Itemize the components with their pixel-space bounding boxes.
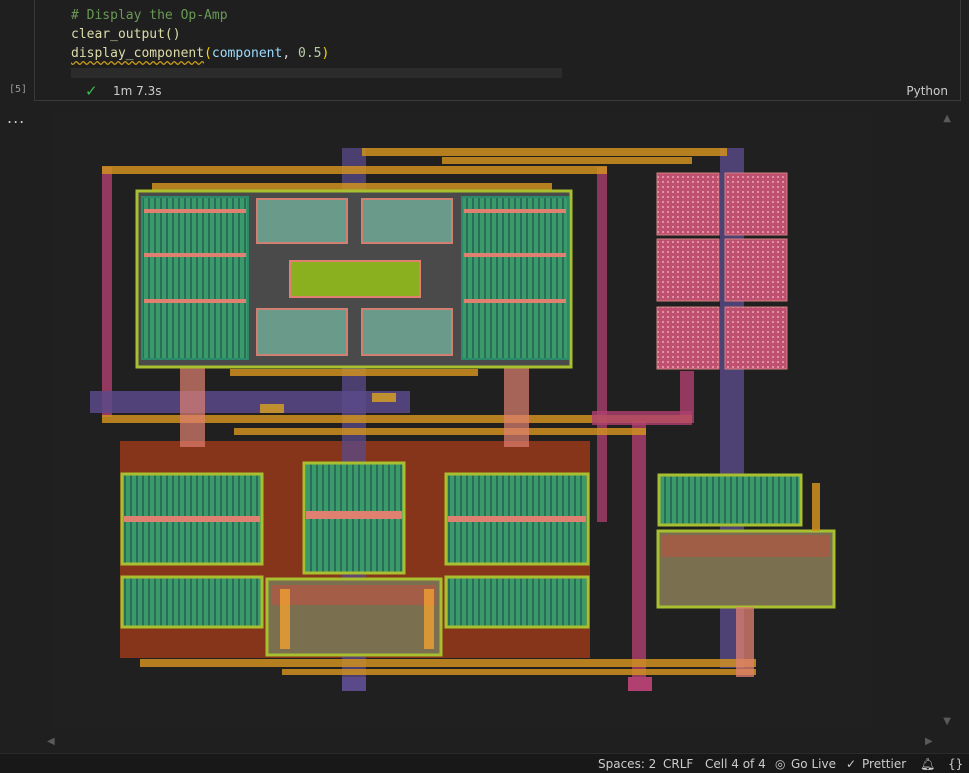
braces-icon[interactable]: {} [948, 757, 964, 771]
scroll-left-icon[interactable]: ◀ [47, 736, 55, 747]
status-go-live[interactable]: Go Live [791, 757, 836, 771]
status-indentation[interactable]: Spaces: 2 [598, 757, 657, 771]
language-picker[interactable]: Python [906, 84, 948, 98]
status-bar: Spaces: 2 CRLF Cell 4 of 4 ◎ Go Live ✓ P… [0, 753, 969, 773]
code-display-call: display_component(component, 0.5) [71, 46, 330, 61]
scroll-right-icon[interactable]: ▶ [925, 736, 933, 747]
editor-empty-line[interactable] [71, 68, 562, 78]
code-arg-number: 0.5 [298, 46, 322, 61]
cell-output-image [52, 111, 873, 728]
status-prettier[interactable]: Prettier [862, 757, 907, 771]
status-cell-position[interactable]: Cell 4 of 4 [705, 757, 766, 771]
code-arg-variable: component [211, 46, 283, 61]
code-clear-output: clear_output() [71, 27, 181, 42]
output-more-actions[interactable]: ... [7, 108, 26, 127]
scroll-up-icon[interactable]: ▲ [943, 113, 951, 124]
prettier-check-icon: ✓ [846, 757, 857, 771]
bell-icon[interactable]: 🔔︎ [920, 757, 936, 771]
go-live-icon: ◎ [775, 757, 786, 771]
check-icon: ✓ [85, 82, 98, 100]
code-function-name: display_component [71, 46, 205, 61]
status-line-ending[interactable]: CRLF [663, 757, 694, 771]
scroll-down-icon[interactable]: ▼ [943, 716, 951, 727]
execution-count: [5] [9, 84, 28, 95]
chip-layout-image [90, 148, 836, 691]
execution-duration: 1m 7.3s [113, 84, 162, 98]
code-cell[interactable]: # Display the Op-Amp clear_output() disp… [34, 0, 961, 101]
code-comment: # Display the Op-Amp [71, 8, 228, 23]
